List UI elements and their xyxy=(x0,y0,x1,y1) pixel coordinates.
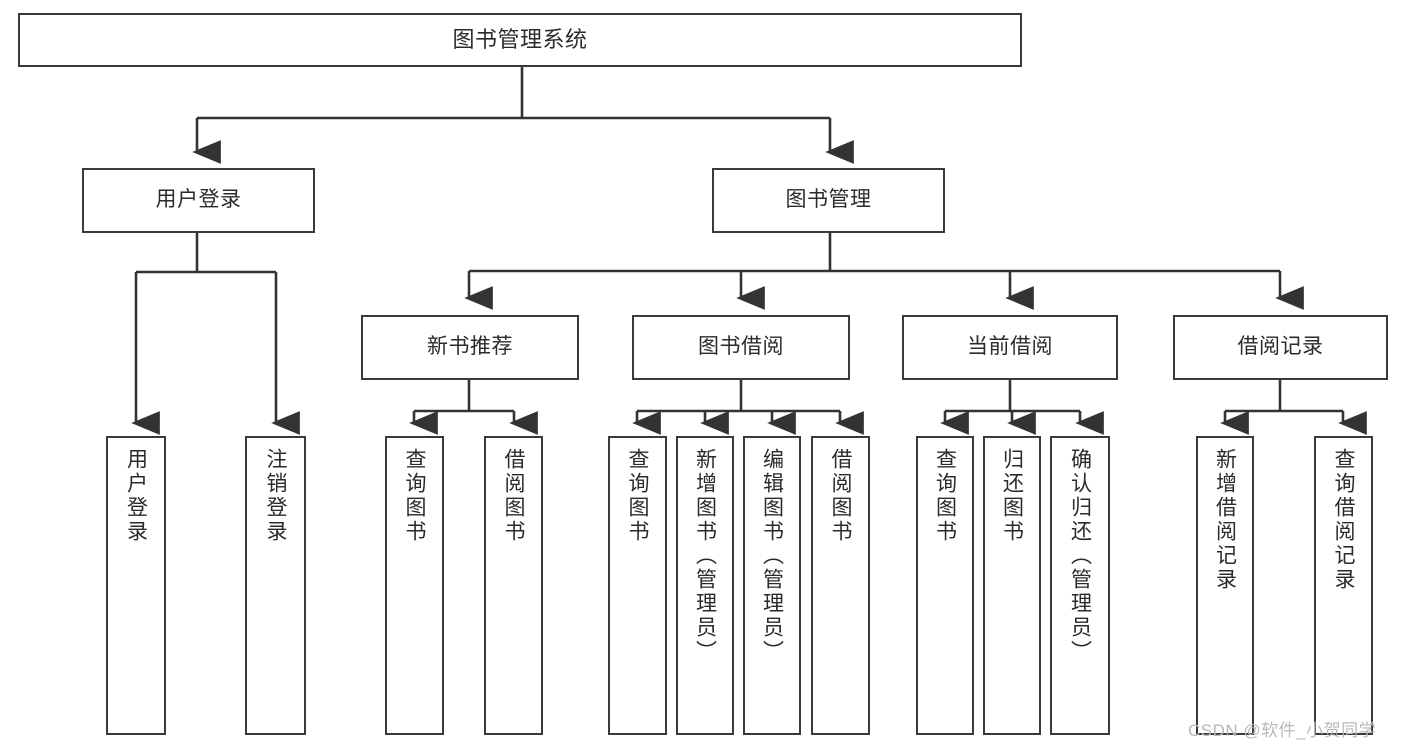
node-book-borrow[interactable]: 图书借阅 xyxy=(632,315,850,380)
node-leaf-borrow-book[interactable]: 借阅图书 xyxy=(811,436,870,735)
node-label: 新增图书（管理员） xyxy=(693,448,717,664)
node-label: 借阅记录 xyxy=(1237,335,1324,359)
node-new-book-recommend[interactable]: 新书推荐 xyxy=(361,315,579,380)
node-book-management[interactable]: 图书管理 xyxy=(712,168,945,233)
node-leaf-edit-book-admin[interactable]: 编辑图书（管理员） xyxy=(743,436,801,735)
node-label: 查询借阅记录 xyxy=(1332,448,1355,592)
node-leaf-query-book-recommend[interactable]: 查询图书 xyxy=(385,436,444,735)
node-borrow-record[interactable]: 借阅记录 xyxy=(1173,315,1388,380)
node-label: 借阅图书 xyxy=(829,448,852,544)
node-leaf-query-borrow-record[interactable]: 查询借阅记录 xyxy=(1314,436,1373,735)
node-label: 当前借阅 xyxy=(967,335,1053,359)
node-label: 新书推荐 xyxy=(427,335,513,359)
node-leaf-logout[interactable]: 注销登录 xyxy=(245,436,306,735)
node-label: 新增借阅记录 xyxy=(1213,448,1237,592)
node-label: 借阅图书 xyxy=(502,448,525,544)
node-label: 用户登录 xyxy=(155,188,242,212)
node-leaf-return-book[interactable]: 归还图书 xyxy=(983,436,1041,735)
node-leaf-user-login[interactable]: 用户登录 xyxy=(106,436,166,735)
node-root-book-management-system[interactable]: 图书管理系统 xyxy=(18,13,1022,67)
node-leaf-query-book-current[interactable]: 查询图书 xyxy=(916,436,974,735)
node-label: 图书借阅 xyxy=(698,335,784,359)
csdn-watermark: CSDN @软件_小贺同学 xyxy=(1188,721,1377,740)
node-user-login[interactable]: 用户登录 xyxy=(82,168,315,233)
node-label: 图书管理系统 xyxy=(452,27,588,53)
node-label: 归还图书 xyxy=(1000,448,1024,544)
node-current-borrow[interactable]: 当前借阅 xyxy=(902,315,1118,380)
node-label: 查询图书 xyxy=(403,448,426,544)
node-label: 注销登录 xyxy=(264,448,287,544)
node-label: 查询图书 xyxy=(626,448,649,544)
node-label: 确认归还（管理员） xyxy=(1068,448,1092,664)
node-label: 编辑图书（管理员） xyxy=(760,448,784,664)
node-leaf-query-book-borrow[interactable]: 查询图书 xyxy=(608,436,667,735)
node-leaf-confirm-return-admin[interactable]: 确认归还（管理员） xyxy=(1050,436,1110,735)
node-leaf-borrow-book-recommend[interactable]: 借阅图书 xyxy=(484,436,543,735)
node-label: 图书管理 xyxy=(785,188,872,212)
node-label: 用户登录 xyxy=(124,448,148,544)
node-leaf-add-borrow-record[interactable]: 新增借阅记录 xyxy=(1196,436,1254,735)
node-leaf-add-book-admin[interactable]: 新增图书（管理员） xyxy=(676,436,734,735)
node-label: 查询图书 xyxy=(933,448,957,544)
